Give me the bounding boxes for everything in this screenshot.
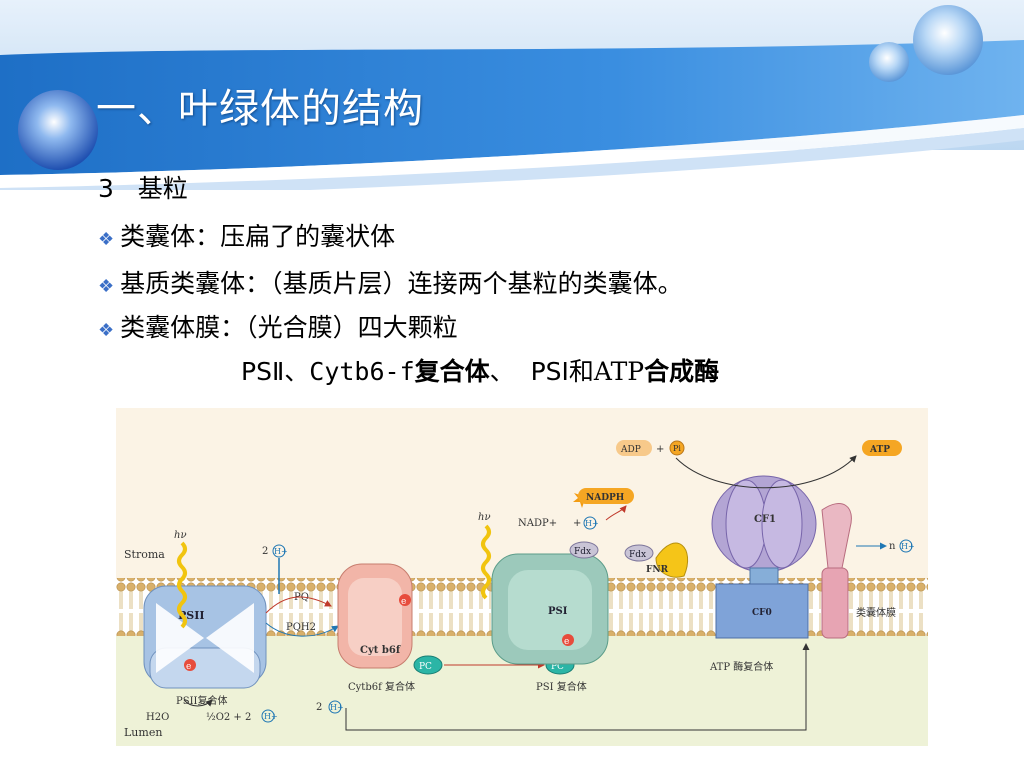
svg-text:H+: H+ <box>901 542 915 551</box>
two-h-stroma-count: 2 <box>262 546 268 557</box>
decorative-orb-right <box>913 5 983 75</box>
svg-text:Pi: Pi <box>673 444 681 453</box>
psi-label: PSI <box>548 606 568 617</box>
two-h-lumen-count: 2 <box>316 702 322 713</box>
svg-text:H+: H+ <box>264 712 278 721</box>
cytb6f-complex: e Cyt b6f <box>337 563 413 669</box>
proton-icon <box>328 700 342 714</box>
psii-complex-label: PSII复合体 <box>176 694 227 707</box>
atp-synthase-complex: CF1 CF0 <box>711 475 852 639</box>
section-number: 3 <box>98 174 114 203</box>
photon-label: hν <box>174 530 187 541</box>
svg-text:ADP: ADP <box>620 445 641 455</box>
cytb6f-label: Cyt b6f <box>360 645 401 656</box>
diamond-bullet-icon: ❖ <box>98 276 115 297</box>
svg-text:e: e <box>186 662 191 672</box>
svg-text:PC: PC <box>419 662 432 672</box>
complex-word: 复合体 <box>414 357 490 386</box>
light-wave-icon <box>177 541 187 629</box>
and-text: 和 <box>568 357 594 386</box>
light-wave-icon <box>481 524 491 600</box>
svg-text:ATP: ATP <box>869 445 890 455</box>
decorative-orb-small <box>869 42 909 82</box>
proton-icon <box>899 539 913 553</box>
oxygen-label: ½O2 + 2 <box>206 712 251 723</box>
nadph-badge <box>578 488 634 504</box>
n-h-count: n <box>889 541 896 552</box>
svg-text:NADPH: NADPH <box>586 493 625 503</box>
proton-icon <box>272 544 286 558</box>
ferredoxin-2 <box>624 544 654 562</box>
separator: 、 <box>284 357 310 386</box>
psi-complex: PSI e <box>491 553 609 665</box>
svg-text:H+: H+ <box>585 519 599 528</box>
svg-text:Fdx: Fdx <box>574 547 591 557</box>
atp-synthase-label: ATP 酶复合体 <box>709 660 773 673</box>
bullet-item: ❖类囊体膜：（光合膜）四大颗粒 <box>98 311 458 345</box>
svg-text:e: e <box>401 597 406 607</box>
bullet-text: 基质类囊体：（基质片层）连接两个基粒的类囊体。 <box>120 269 683 298</box>
proton-icon <box>583 516 597 530</box>
slide-header <box>0 0 1024 200</box>
bullet-text: 类囊体：压扁了的囊状体 <box>120 222 396 251</box>
cytb6f-complex-label: Cytb6f 复合体 <box>348 680 415 693</box>
synthase-word: 合成酶 <box>644 357 720 386</box>
cytb6f-text: Cytb6-f <box>309 357 415 386</box>
psi-text: PSⅠ <box>530 357 569 386</box>
cf0-label: CF0 <box>752 608 772 618</box>
slide-title: 一、叶绿体的结构 <box>96 86 424 132</box>
ferredoxin-1 <box>569 541 599 559</box>
svg-text:+: + <box>656 444 664 455</box>
atp-text: ATP <box>593 357 645 386</box>
svg-text:FNR: FNR <box>646 565 669 575</box>
svg-text:+: + <box>573 518 581 529</box>
complex-list: PSⅡ、Cytb6-f复合体、 PSⅠ和ATP合成酶 <box>241 355 719 389</box>
atp-badge <box>862 440 902 456</box>
phosphate-icon <box>669 440 685 456</box>
diamond-bullet-icon: ❖ <box>98 229 115 250</box>
plastocyanin-1 <box>413 655 443 675</box>
water-label: H2O <box>146 712 169 723</box>
decorative-orb-left <box>18 90 98 170</box>
section-label: 基粒 <box>137 174 188 203</box>
psii-text: PSⅡ <box>241 357 285 386</box>
psi-complex-label: PSI 复合体 <box>536 680 587 693</box>
thylakoid-membrane-diagram: Stroma Lumen PSII e PSII复合体 hν H2O ½O2 +… <box>116 408 928 746</box>
pqh2-label: PQH2 <box>286 622 316 633</box>
photon-label: hν <box>478 512 491 523</box>
svg-text:Fdx: Fdx <box>629 550 646 560</box>
psii-complex: PSII e <box>143 585 267 689</box>
svg-text:H+: H+ <box>274 547 288 556</box>
nadp-label: NADP+ <box>518 518 557 529</box>
svg-text:e: e <box>564 637 569 647</box>
separator: 、 <box>489 357 515 386</box>
fnr-enzyme <box>655 542 689 578</box>
svg-text:H+: H+ <box>330 703 344 712</box>
bullet-text: 类囊体膜：（光合膜）四大颗粒 <box>120 313 458 342</box>
cf1-label: CF1 <box>754 514 776 525</box>
bullet-item: ❖类囊体：压扁了的囊状体 <box>98 220 395 254</box>
thylakoid-membrane-label: 类囊体膜 <box>856 606 896 619</box>
section-heading: 3 基粒 <box>98 172 188 206</box>
adp-badge <box>616 440 652 456</box>
diamond-bullet-icon: ❖ <box>98 320 115 341</box>
lumen-label: Lumen <box>124 726 162 739</box>
bullet-item: ❖基质类囊体：（基质片层）连接两个基粒的类囊体。 <box>98 267 683 301</box>
stroma-label: Stroma <box>124 548 165 561</box>
svg-text:PC: PC <box>551 662 564 672</box>
